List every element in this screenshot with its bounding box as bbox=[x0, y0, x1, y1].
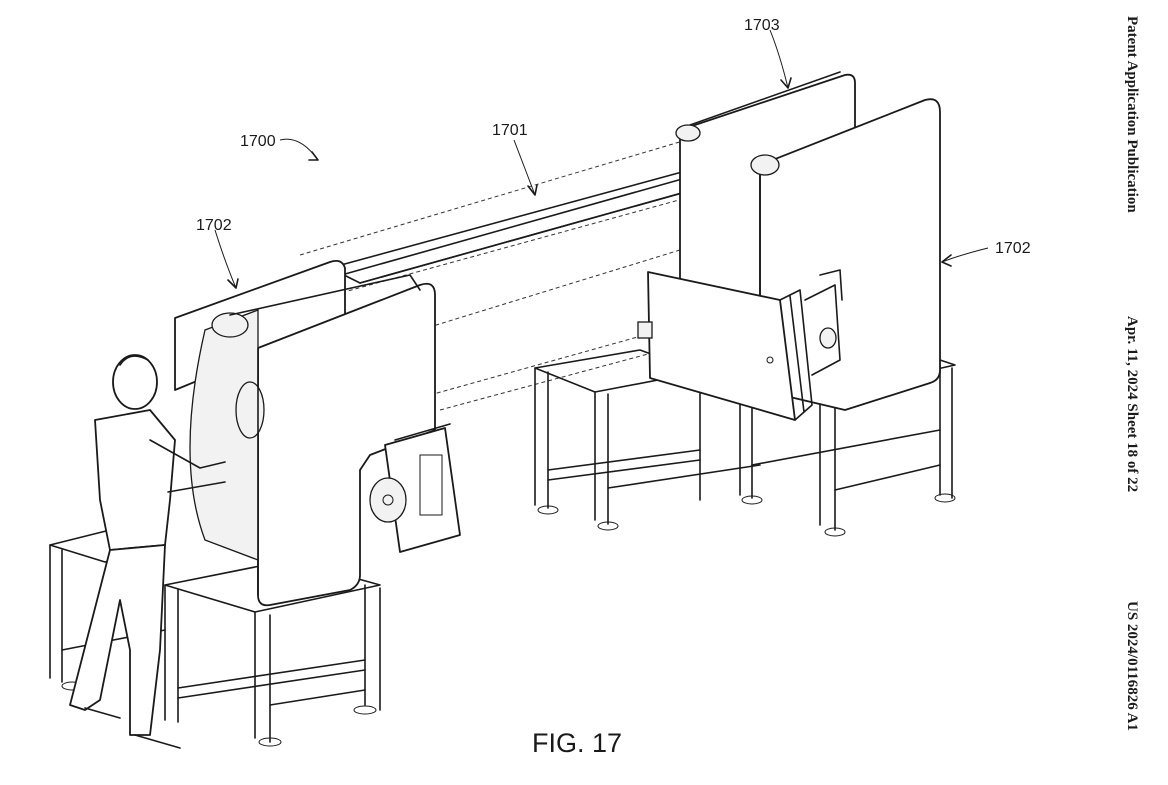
right-station bbox=[534, 71, 956, 537]
label-1702-right: 1702 bbox=[995, 240, 1031, 257]
left-station bbox=[49, 259, 461, 747]
operator-figure bbox=[69, 354, 226, 749]
figure-caption: FIG. 17 bbox=[532, 728, 622, 758]
reference-leaders bbox=[214, 29, 989, 289]
header-date-sheet: Apr. 11, 2024 Sheet 18 of 22 bbox=[1124, 316, 1140, 492]
header-number: US 2024/0116826 A1 bbox=[1124, 601, 1140, 731]
patent-header: Patent Application Publication Apr. 11, … bbox=[1124, 16, 1140, 731]
label-1701: 1701 bbox=[492, 122, 528, 139]
label-1703: 1703 bbox=[744, 17, 780, 34]
label-1702-left: 1702 bbox=[196, 217, 232, 234]
header-publication: Patent Application Publication bbox=[1124, 16, 1140, 213]
label-1700: 1700 bbox=[240, 133, 276, 150]
